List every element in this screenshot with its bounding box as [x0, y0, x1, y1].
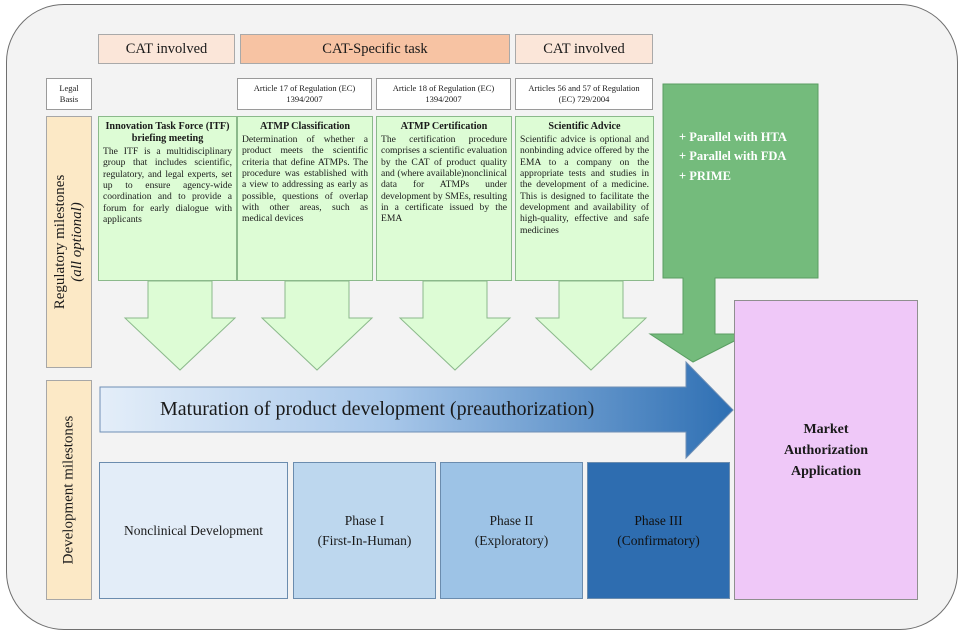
parallel-option-prime: + PRIME: [679, 168, 731, 183]
maa-line-1: Market: [803, 421, 849, 437]
header-cat-involved-2: CAT involved: [515, 34, 653, 64]
milestone-title: ATMP Certification: [400, 121, 488, 132]
development-milestones-label: Development milestones: [46, 380, 92, 600]
milestone-body: The certification procedure comprises a …: [381, 134, 507, 225]
parallel-options-arrow: [648, 83, 819, 363]
legal-article-17: Article 17 of Regulation (EC) 1394/2007: [237, 78, 372, 110]
phase-3: Phase III (Confirmatory): [587, 462, 730, 599]
phase-subtitle: (Exploratory): [474, 532, 549, 548]
milestone-title: Innovation Task Force (ITF) briefing mee…: [105, 121, 230, 145]
down-arrow-classification: [260, 280, 374, 371]
legal-basis-label: Legal Basis: [46, 78, 92, 110]
milestone-title: ATMP Classification: [259, 121, 351, 132]
down-arrow-scientific-advice: [534, 280, 648, 371]
milestone-atmp-certification: ATMP Certification The certification pro…: [376, 116, 512, 281]
down-arrow-itf: [123, 280, 237, 371]
milestone-body: Determination of whether a product meets…: [242, 134, 368, 225]
maa-line-3: Application: [790, 463, 861, 479]
maa-line-2: Authorization: [784, 442, 868, 458]
legal-article-18: Article 18 of Regulation (EC) 1394/2007: [376, 78, 511, 110]
phase-subtitle: (First-In-Human): [317, 532, 412, 548]
milestone-atmp-classification: ATMP Classification Determination of whe…: [237, 116, 373, 281]
parallel-option-fda: + Parallel with FDA: [679, 149, 787, 164]
header-cat-involved-1: CAT involved: [98, 34, 235, 64]
phase-1: Phase I (First-In-Human): [293, 462, 436, 599]
down-arrow-certification: [398, 280, 512, 371]
legal-articles-56-57: Articles 56 and 57 of Regulation (EC) 72…: [515, 78, 653, 110]
phase-name: Phase II: [489, 512, 534, 528]
milestone-title: Scientific Advice: [548, 121, 621, 132]
milestone-itf-briefing: Innovation Task Force (ITF) briefing mee…: [98, 116, 237, 281]
milestone-body: The ITF is a multidisciplinary group tha…: [103, 146, 232, 225]
phase-name: Nonclinical Development: [123, 522, 264, 538]
phase-2: Phase II (Exploratory): [440, 462, 583, 599]
milestone-scientific-advice: Scientific Advice Scientific advice is o…: [515, 116, 654, 281]
header-cat-specific-task: CAT-Specific task: [240, 34, 510, 64]
regulatory-milestones-label: Regulatory milestones (all optional): [46, 116, 92, 368]
market-authorization-application: Market Authorization Application: [734, 300, 918, 600]
milestone-body: Scientific advice is optional and nonbin…: [520, 134, 649, 236]
phase-subtitle: (Confirmatory): [617, 532, 700, 548]
maturation-arrow: [99, 360, 734, 460]
phase-name: Phase I: [344, 512, 385, 528]
phase-nonclinical: Nonclinical Development: [99, 462, 288, 599]
maturation-label: Maturation of product development (preau…: [160, 398, 595, 420]
parallel-options-list: + Parallel with HTA + Parallel with FDA …: [679, 128, 787, 186]
phase-name: Phase III: [634, 512, 683, 528]
parallel-option-hta: + Parallel with HTA: [679, 130, 787, 144]
